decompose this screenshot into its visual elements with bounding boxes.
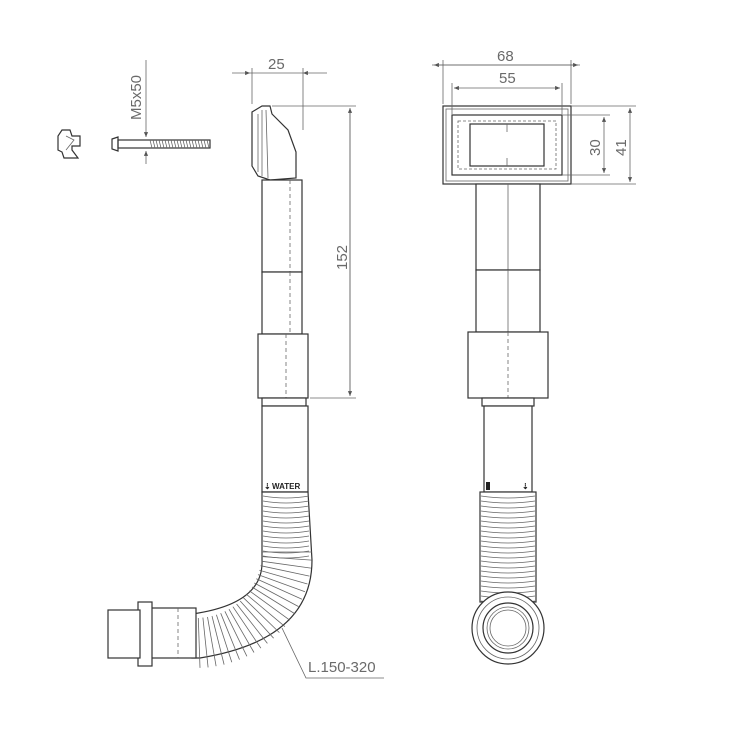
hose-rib [262,550,310,554]
hose-rib [262,505,310,509]
hose-rib [243,597,280,633]
outer-width-dim: 68 [497,48,514,65]
water-arrow-side: ⇣ [264,482,271,491]
hose-rib [262,520,310,524]
hose-rib [480,545,536,549]
height-dim: 152 [334,245,351,270]
screw-size-label: M5x50 [128,75,145,120]
hose-rib [254,582,299,607]
hose-rib [261,560,311,569]
screw-thread-line [182,139,186,149]
side-view: ⇣ WATER 25 152 L.150-320 [107,56,384,679]
hose-rib [236,603,268,644]
hose-rib [246,594,286,627]
hose-rib [257,574,306,593]
hose-rib [251,586,295,614]
flange-depth-dim: 25 [268,56,285,73]
screw-thread-line [179,139,183,149]
clip-part [57,129,81,159]
hose-rib [480,575,536,579]
hose-rib [262,515,310,519]
hose-rib [480,525,536,529]
screw-thread-line [197,139,201,149]
hose-rib [262,525,310,529]
hose-rib [262,500,310,504]
hose-rib [480,580,536,584]
hose-rib [480,495,536,499]
water-label-side: WATER [272,482,301,491]
hose-rib [480,510,536,514]
outer-height-dim: 41 [613,139,630,156]
screw-thread-line [167,139,171,149]
screw-thread-line [191,139,195,149]
hose-rib [260,565,310,577]
water-arrow-front: ⇣ [522,482,529,491]
screw-thread-line [200,139,204,149]
hose-rib [480,585,536,589]
hose-rib [216,614,233,663]
hose-rib [256,578,303,600]
screw-thread-line [164,139,168,149]
hose-rib [211,615,225,665]
hose-rib [262,540,310,544]
screw-thread-line [158,139,162,149]
screw-thread-line [155,139,159,149]
hose-rib [480,565,536,569]
hose-rib [220,613,240,660]
hose-rib [262,535,310,539]
hose-rib [480,560,536,564]
screw-thread-line [206,139,210,149]
hose-rib [480,530,536,534]
screw-thread-line [161,139,165,149]
hose-rib [197,617,201,668]
screw-thread-line [203,139,207,149]
hose-rib [480,555,536,559]
hose-rib [480,500,536,504]
hose-rib [261,556,312,561]
hose-rib [480,520,536,524]
hose-rib [480,550,536,554]
front-view: ⇣ 68 55 30 41 [432,48,636,665]
hose-rib [480,505,536,509]
screw-thread-line [176,139,180,149]
hose-rib [262,495,310,499]
screw-thread-line [194,139,198,149]
hose-rib [259,569,308,585]
hose-rib [480,535,536,539]
hose-rib [239,600,274,639]
screw-thread-line [149,139,153,149]
hose-rib [224,611,248,657]
inner-height-dim: 30 [587,139,604,156]
hose-rib [207,616,217,667]
hose-rib [262,510,310,514]
screw-part: M5x50 [111,60,211,164]
screw-thread-line [152,139,156,149]
hose-length-label: L.150-320 [308,659,376,676]
hose-rib [262,545,310,549]
hose-rib [249,590,291,621]
hose-rib [480,540,536,544]
inner-width-dim: 55 [499,70,516,87]
screw-thread-line [170,139,174,149]
hose-rib [202,617,209,668]
hose-rib [232,606,262,649]
screw-thread-line [185,139,189,149]
screw-thread-line [173,139,177,149]
hose-rib [262,530,310,534]
hose-rib [228,609,255,653]
screw-thread-line [188,139,192,149]
hose-rib [480,515,536,519]
hose-rib [480,570,536,574]
